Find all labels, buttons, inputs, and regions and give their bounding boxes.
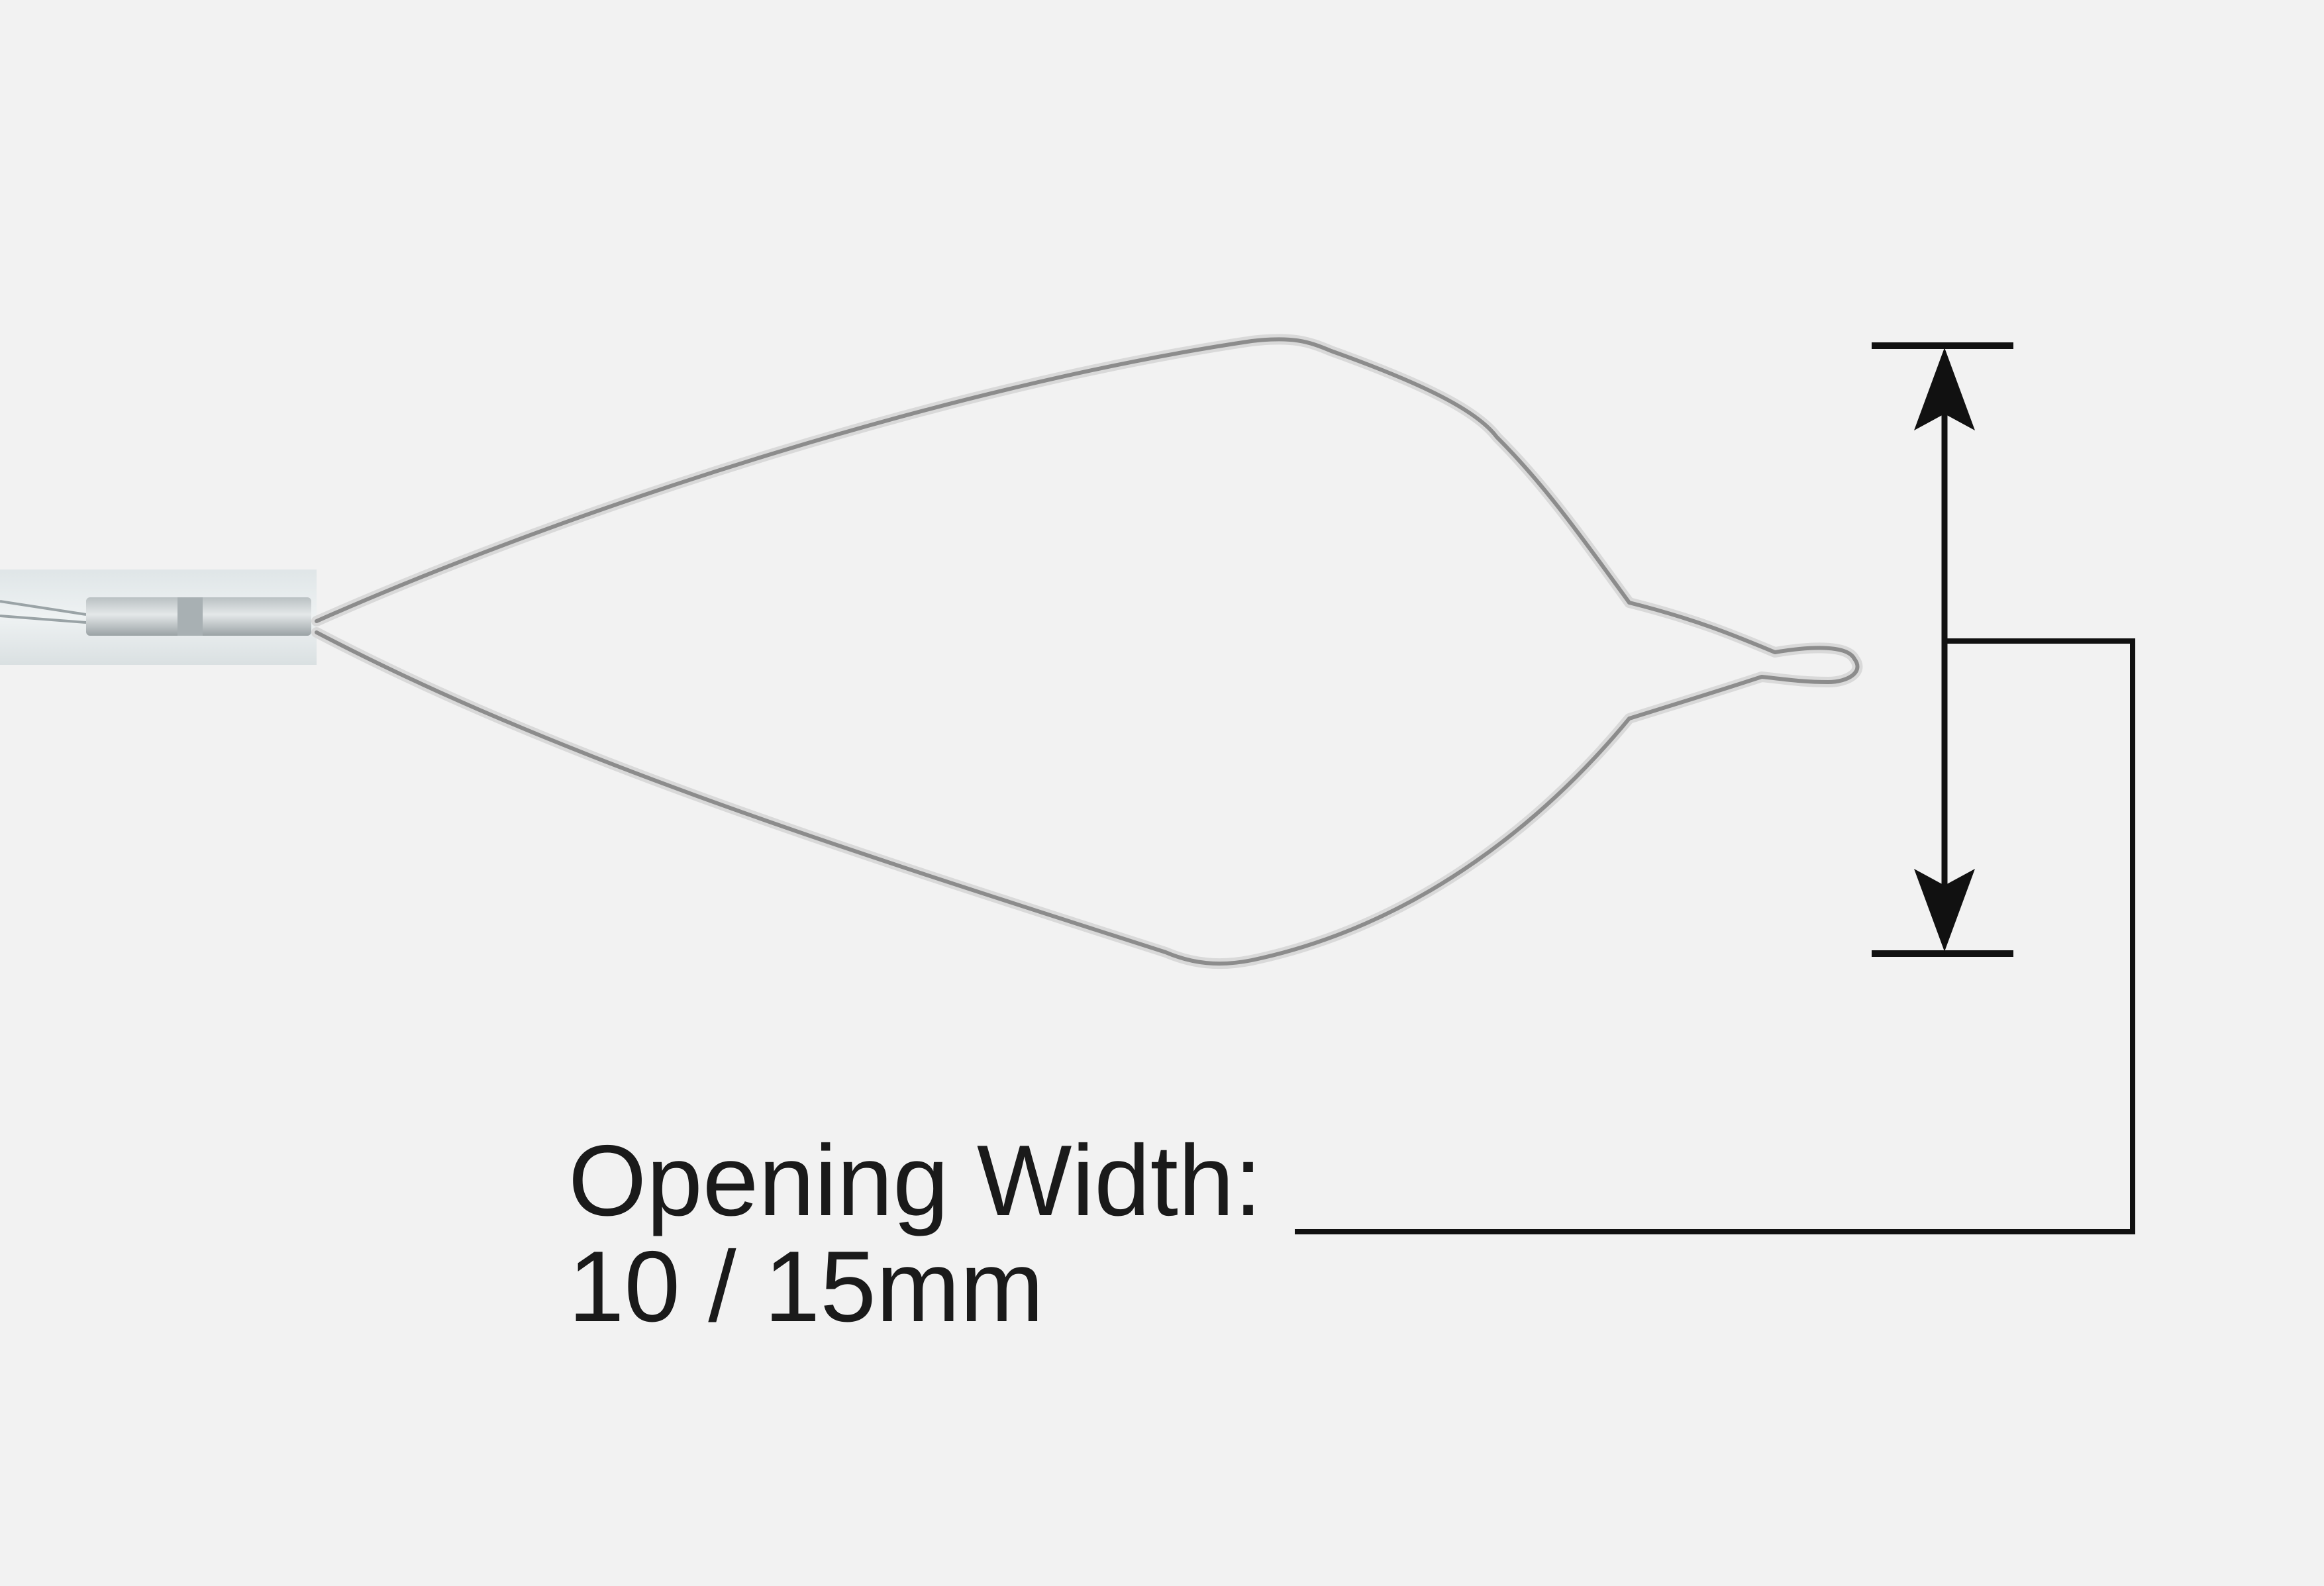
snare-loop-icon [311,334,1863,969]
catheter-sheath-icon [0,570,317,665]
opening-width-label: Opening Width: [568,1124,1262,1237]
leader-line [1295,638,2135,1234]
double-arrow-dimension-icon [1872,342,2013,957]
opening-width-value: 10 / 15mm [568,1230,1044,1343]
